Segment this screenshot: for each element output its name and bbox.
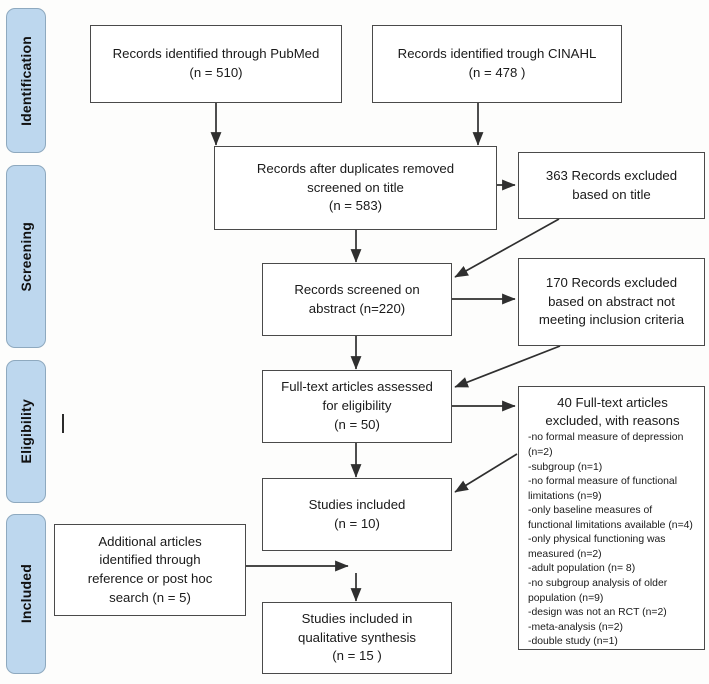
node-records-cinahl: Records identified trough CINAHL (n = 47… (372, 25, 622, 103)
reason-item: (n=2) (528, 446, 553, 458)
node-studies-line1: Studies included (308, 496, 406, 512)
node-studies-line2: (n = 10) (334, 515, 380, 531)
node-records-pubmed: Records identified through PubMed (n = 5… (90, 25, 342, 103)
node-excluded-title-line2: based on title (572, 186, 651, 202)
reason-item: population (n=9) (528, 592, 604, 604)
node-duplicates-removed: Records after duplicates removed screene… (214, 146, 497, 230)
node-additional-line3: reference or post hoc (87, 571, 213, 586)
edge-reasons-to-studies (454, 453, 518, 493)
reason-item: -no formal measure of functional (528, 476, 678, 488)
tick-mark-artifact (62, 414, 64, 433)
stage-label-included: Included (18, 564, 34, 624)
node-fulltext-line3: (n = 50) (334, 416, 380, 432)
node-excluded-on-abstract: 170 Records excluded based on abstract n… (518, 258, 705, 346)
node-fulltext-excluded-reasons: 40 Full-text articles excluded, with rea… (518, 386, 705, 650)
node-qualitative-line3: (n = 15 ) (332, 648, 382, 664)
node-excluded-title-line1: 363 Records excluded (545, 167, 678, 183)
node-fulltext-assessed: Full-text articles assessed for eligibil… (262, 370, 452, 443)
node-duplicates-line2: screened on title (307, 179, 404, 195)
node-screened-on-abstract: Records screened on abstract (n=220) (262, 263, 452, 336)
node-cinahl-line2: (n = 478 ) (468, 65, 526, 80)
node-additional-line4: search (n = 5) (109, 589, 191, 605)
node-excluded-abstract-line1: 170 Records excluded (545, 274, 678, 290)
reason-item: -meta-analysis (n=2) (528, 621, 623, 633)
node-reasons-headline2: excluded, with reasons (545, 412, 680, 428)
reason-item: -design was not an RCT (n=2) (528, 607, 667, 619)
reason-item: -only baseline measures of (528, 505, 653, 517)
node-additional-articles: Additional articles identified through r… (54, 524, 246, 616)
stage-label-eligibility: Eligibility (18, 399, 34, 464)
node-duplicates-line3: (n = 583) (328, 198, 383, 214)
node-duplicates-line1: Records after duplicates removed (256, 160, 455, 176)
node-abstract-line2: abstract (n=220) (308, 300, 406, 316)
node-reasons-headline1: 40 Full-text articles (557, 395, 668, 410)
node-excluded-abstract-line3: meeting inclusion criteria (538, 312, 685, 328)
reason-item: -double study (n=1) (528, 636, 618, 648)
stage-pill-identification: Identification (6, 8, 46, 153)
node-abstract-line1: Records screened on (294, 281, 420, 297)
reason-item: measured (n=2) (528, 548, 602, 560)
node-fulltext-line1: Full-text articles assessed (281, 379, 433, 395)
node-excluded-abstract-line2: based on abstract not (548, 293, 675, 309)
stage-label-screening: Screening (18, 221, 34, 292)
node-additional-line2: identified through (99, 552, 201, 568)
node-additional-line1: Additional articles (98, 533, 202, 549)
reason-item: -adult population (n= 8) (528, 563, 636, 575)
edge-excluded-abstract-to-fulltext (454, 345, 561, 388)
stage-pill-eligibility: Eligibility (6, 360, 46, 503)
stage-pill-included: Included (6, 514, 46, 674)
node-excluded-on-title: 363 Records excluded based on title (518, 152, 705, 219)
stage-pill-screening: Screening (6, 165, 46, 348)
node-studies-included: Studies included (n = 10) (262, 478, 452, 551)
node-cinahl-line1: Records identified trough CINAHL (397, 46, 597, 62)
node-qualitative-line1: Studies included in (301, 610, 413, 626)
node-qualitative-synthesis: Studies included in qualitative synthesi… (262, 602, 452, 674)
node-pubmed-line2: (n = 510) (189, 65, 243, 80)
reason-item: -only physical functioning was (528, 534, 666, 546)
node-fulltext-line2: for eligibility (322, 398, 392, 414)
node-pubmed-line1: Records identified through PubMed (112, 46, 320, 62)
stage-label-identification: Identification (18, 35, 34, 126)
reason-item: -subgroup (n=1) (528, 461, 603, 473)
reason-item: -no subgroup analysis of older (528, 578, 668, 589)
reason-item: functional limitations available (n=4) (528, 519, 693, 531)
reason-item: -no formal measure of depression (528, 432, 684, 444)
reason-list: -no formal measure of depression (n=2) -… (528, 431, 697, 649)
reason-item: limitations (n=9) (528, 490, 602, 502)
node-qualitative-line2: qualitative synthesis (297, 629, 417, 645)
